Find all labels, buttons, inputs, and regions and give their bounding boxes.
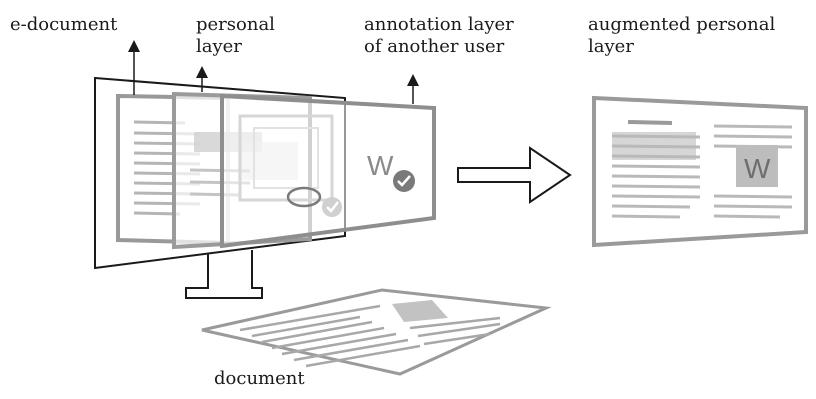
label-e-document: e-document bbox=[10, 14, 118, 35]
augmented-annotation-letter: W bbox=[744, 153, 771, 184]
circled-annotation bbox=[286, 186, 322, 208]
transform-arrow-icon bbox=[457, 146, 572, 204]
label-pointers bbox=[128, 40, 419, 104]
augmented-personal-layer: W bbox=[592, 95, 808, 248]
label-document: document bbox=[214, 368, 305, 389]
checkmark-badge-icon-dark bbox=[393, 170, 415, 192]
annotation-layer: W bbox=[220, 93, 436, 249]
label-augmented-personal-layer: augmented personal layer bbox=[588, 14, 776, 57]
annotation-letter: W bbox=[367, 150, 394, 181]
label-annotation-layer: annotation layer of another user bbox=[364, 14, 514, 57]
label-personal-layer: personal layer bbox=[196, 14, 275, 57]
monitor-stand bbox=[185, 250, 263, 299]
paper-document bbox=[201, 288, 552, 376]
checkmark-badge-icon bbox=[322, 197, 342, 217]
